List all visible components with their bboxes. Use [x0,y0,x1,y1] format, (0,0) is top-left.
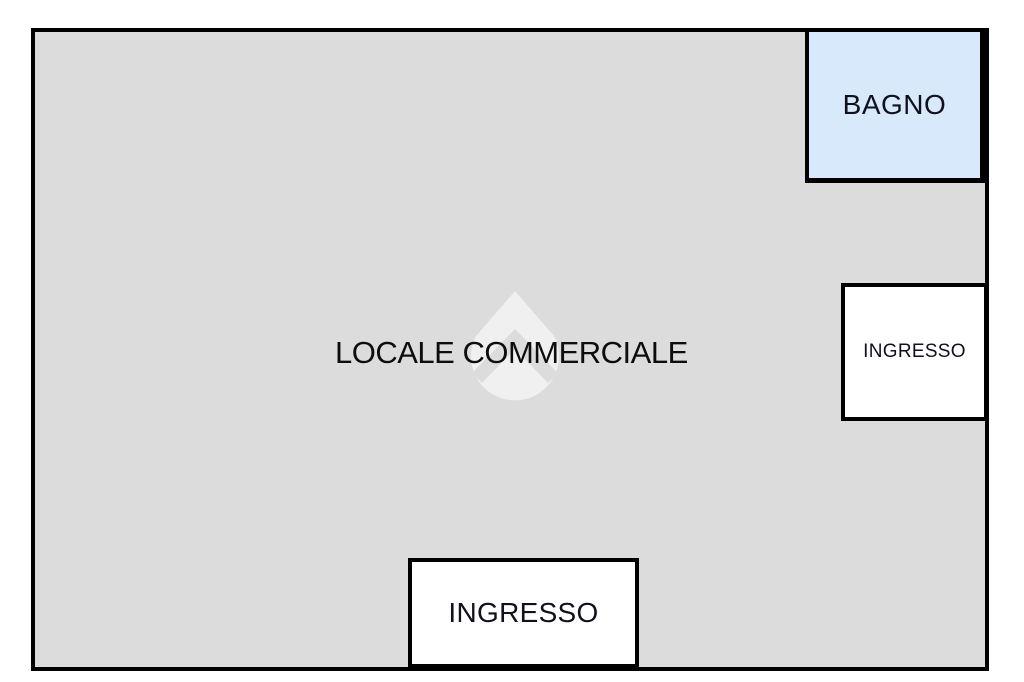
room-bagno-label: BAGNO [842,89,947,120]
room-ingresso-bottom: INGRESSO [408,558,639,668]
main-room-label: LOCALE COMMERCIALE [335,335,688,370]
watermark-chevron-cut [471,328,559,383]
room-ingresso-right-label: INGRESSO [863,341,966,362]
house-drop-watermark-icon [471,291,559,401]
room-ingresso-right: INGRESSO [841,283,988,421]
room-ingresso-bottom-label: INGRESSO [448,597,599,628]
room-bagno: BAGNO [805,28,989,183]
